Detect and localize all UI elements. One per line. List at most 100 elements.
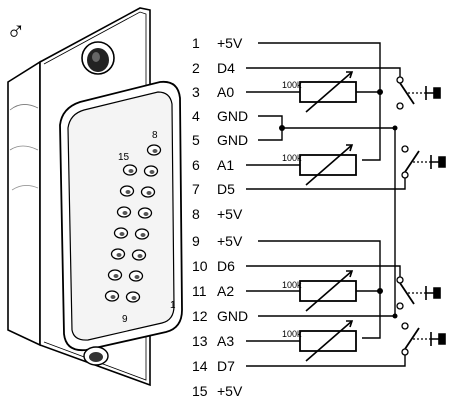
pin-row: 14 D7: [192, 358, 235, 374]
pin-number: 5: [192, 132, 200, 148]
pin-number: 12: [192, 308, 208, 324]
resistor-value: 100k: [282, 329, 302, 339]
pin-socket-hole: [119, 232, 125, 236]
pin-number: 9: [192, 233, 200, 249]
pin-number: 10: [192, 258, 208, 274]
connector-label-15: 15: [118, 152, 130, 163]
male-symbol-icon: ♂: [6, 16, 26, 46]
switch-contact: [396, 76, 404, 84]
wire-gnd-pins: [258, 115, 283, 141]
pin-row: 6 A1: [192, 157, 234, 173]
pin-signal: A1: [217, 157, 234, 173]
pin-signal: +5V: [217, 206, 243, 222]
wiring: [246, 42, 406, 367]
switch-lever: [404, 150, 420, 173]
pin-signal: +5V: [217, 233, 243, 249]
pin-socket-hole: [125, 190, 131, 194]
pin-row: 12 GND: [192, 308, 248, 324]
junction-dot: [392, 125, 398, 131]
wire-pin10-d6: [246, 265, 401, 280]
connector-label-9: 9: [122, 314, 128, 325]
wire-pin7-d5: [246, 175, 406, 190]
junction-dot: [377, 288, 383, 294]
pin-signal: +5V: [217, 383, 243, 399]
potentiometer-a0: 100k: [282, 71, 357, 113]
pin-row: 7 D5: [192, 181, 235, 197]
switch-lever: [399, 282, 415, 305]
switch-contact: [396, 302, 404, 310]
potentiometer-a1: 100k: [282, 144, 357, 186]
switch-contact: [401, 145, 409, 153]
junction-dot: [279, 125, 285, 131]
pin-row: 5 GND: [192, 132, 248, 148]
pin-number: 14: [192, 358, 208, 374]
db15-connector-drawing: 8 15 9 1: [7, 7, 183, 387]
pin-socket-hole: [137, 254, 143, 258]
pin-row: 9 +5V: [192, 233, 243, 249]
pin-number: 7: [192, 181, 200, 197]
pin-socket-hole: [128, 169, 134, 173]
pin-socket-hole: [146, 191, 152, 195]
switch-contact: [401, 348, 409, 356]
pin-signal: A0: [217, 84, 234, 100]
pin-signal: A3: [217, 333, 234, 349]
push-button-icon: [430, 332, 446, 346]
pin-socket-hole: [134, 275, 140, 279]
pin-row: 13 A3: [192, 333, 234, 349]
pin-row: 11 A2: [192, 283, 234, 299]
pin-number: 1: [192, 35, 200, 51]
pin-number: 11: [192, 283, 207, 299]
pin-signal: +5V: [217, 35, 243, 51]
pin-row: 2 D4: [192, 60, 235, 76]
junction-dot: [377, 89, 383, 95]
pin-number: 3: [192, 84, 200, 100]
pin-signal: A2: [217, 283, 234, 299]
wire-pin1-vcc: [258, 42, 381, 161]
push-button-icon: [425, 286, 441, 300]
wire-pin2-d4: [246, 67, 401, 80]
switch-contact: [401, 322, 409, 330]
pin-socket-hole: [143, 212, 149, 216]
pin-table: 1 +5V 2 D4 3 A0 4 GND 5 GND 6 A1 7 D5 8: [192, 35, 248, 399]
pin-signal: GND: [217, 132, 248, 148]
pin-socket-hole: [140, 233, 146, 237]
pin-socket-hole: [116, 253, 122, 257]
pin-socket-hole: [122, 211, 128, 215]
pin-socket-hole: [131, 296, 137, 300]
potentiometer-a3: 100k: [282, 320, 357, 362]
pin-number: 15: [192, 383, 208, 399]
pin-signal: GND: [217, 308, 248, 324]
pin-row: 15 +5V: [192, 383, 243, 399]
switch-contact: [396, 102, 404, 110]
pin-number: 8: [192, 206, 200, 222]
switch-lever: [404, 327, 420, 350]
pin-signal: D7: [217, 358, 235, 374]
pin-row: 8 +5V: [192, 206, 243, 222]
switch-contact: [401, 171, 409, 179]
switch-lever: [399, 82, 415, 105]
resistor-value: 100k: [282, 80, 302, 90]
connector-label-1: 1: [170, 300, 176, 311]
pin-row: 10 D6: [192, 258, 235, 274]
pin-number: 4: [192, 108, 200, 124]
pin-socket-hole: [152, 149, 158, 153]
pin-number: 6: [192, 157, 200, 173]
connector-label-8: 8: [152, 130, 158, 141]
pin-row: 3 A0: [192, 84, 234, 100]
pin-socket-hole: [110, 295, 116, 299]
push-button-icon: [430, 155, 446, 169]
push-button-switches: [396, 76, 446, 356]
resistor-value: 100k: [282, 153, 302, 163]
pin-sockets: [104, 144, 162, 303]
pin-signal: D6: [217, 258, 235, 274]
switch-contact: [396, 276, 404, 284]
resistor-value: 100k: [282, 280, 302, 290]
pin-signal: D5: [217, 181, 235, 197]
pin-socket-hole: [149, 170, 155, 174]
potentiometer-a2: 100k: [282, 270, 357, 312]
pin-signal: D4: [217, 60, 235, 76]
pin-number: 2: [192, 60, 200, 76]
junction-dot: [392, 313, 398, 319]
pin-row: 1 +5V: [192, 35, 243, 51]
